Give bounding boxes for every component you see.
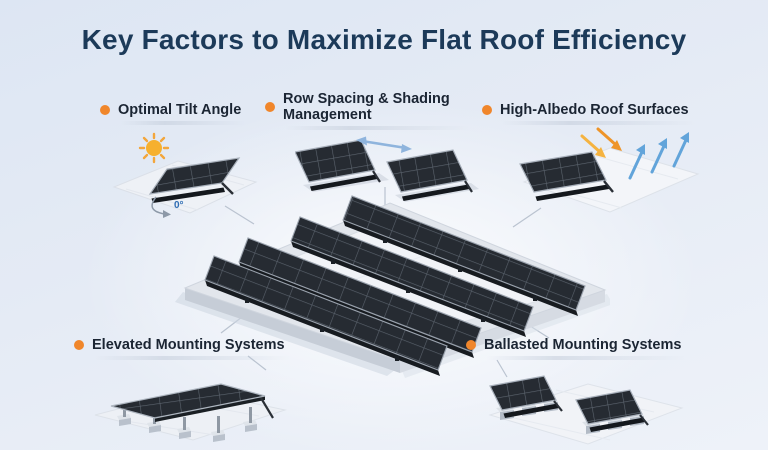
solar-panel-array xyxy=(204,195,586,376)
spacing-arrow-icon xyxy=(356,136,412,153)
panel-row xyxy=(204,255,448,376)
tilt-angle-value: 0° xyxy=(174,200,184,211)
sun-icon xyxy=(138,132,170,164)
tilt-angle-arc xyxy=(151,196,171,218)
factor-elevated-mounting: Elevated Mounting Systems xyxy=(74,337,291,361)
factor-row-spacing-shading: Row Spacing & Shading Management xyxy=(265,91,471,132)
panel-row xyxy=(342,195,586,316)
ballasted-mounting-illustration xyxy=(486,360,686,448)
factor-label: Optimal Tilt Angle xyxy=(118,102,248,126)
factor-ballasted-mounting: Ballasted Mounting Systems xyxy=(466,337,688,361)
factor-label: Ballasted Mounting Systems xyxy=(484,337,688,361)
factor-label: Elevated Mounting Systems xyxy=(92,337,291,361)
factor-optimal-tilt-angle: Optimal Tilt Angle xyxy=(100,102,248,126)
ballasted-panel-unit xyxy=(575,389,649,434)
bullet-icon xyxy=(74,340,84,351)
bullet-icon xyxy=(482,105,492,116)
tilted-solar-panel xyxy=(148,157,241,203)
bullet-icon xyxy=(265,102,275,113)
factor-high-albedo: High-Albedo Roof Surfaces xyxy=(482,102,695,126)
elevated-mounting-illustration xyxy=(93,360,288,448)
page-title: Key Factors to Maximize Flat Roof Effici… xyxy=(81,24,687,55)
central-roof-illustration xyxy=(175,192,610,382)
panel-row xyxy=(290,216,534,337)
ballasted-panel-unit xyxy=(489,375,563,420)
sunlight-arrows-icon xyxy=(580,127,622,158)
reflection-arrows-icon xyxy=(628,132,689,180)
high-albedo-illustration xyxy=(518,122,703,217)
factor-label: High-Albedo Roof Surfaces xyxy=(500,102,695,126)
bullet-icon xyxy=(100,105,110,116)
panel-row-left xyxy=(295,139,389,192)
factor-label: Row Spacing & Shading Management xyxy=(283,91,471,132)
bullet-icon xyxy=(466,340,476,351)
row-spacing-illustration xyxy=(295,125,480,210)
panel-row-right xyxy=(386,149,479,202)
tilted-solar-panel xyxy=(519,151,614,201)
elevated-panel-array xyxy=(110,383,274,422)
tilt-angle-illustration: 0° xyxy=(110,127,260,227)
